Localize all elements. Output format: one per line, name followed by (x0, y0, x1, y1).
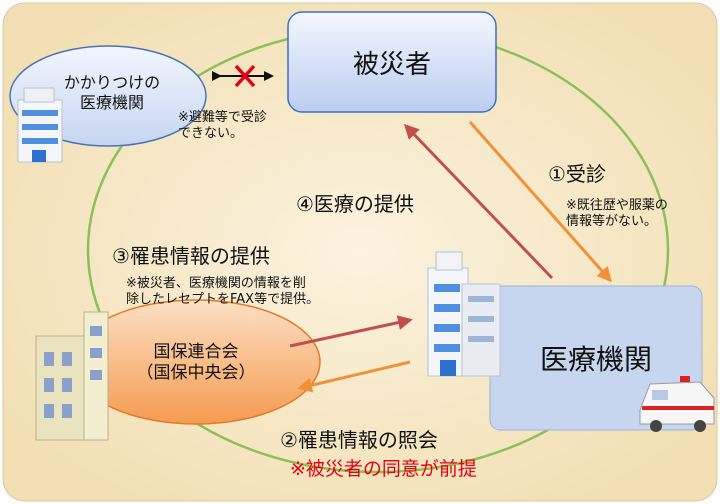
arrow-step4-care (403, 123, 554, 280)
victim-label: 被災者 (352, 50, 431, 80)
hospital-label: 医療機関 (539, 343, 652, 376)
consent-note: ※被災者の同意が前提 (290, 458, 477, 480)
victim-box (287, 11, 497, 113)
arrow-step2-inquiry (297, 360, 411, 393)
clinic-building-icon (17, 87, 63, 163)
hospital-building-icon (427, 251, 501, 377)
step3-label: ③罹患情報の提供 (112, 244, 270, 268)
ambulance-icon (639, 376, 715, 432)
arrow-step1-consult (468, 121, 612, 283)
evacuation-note: ※避難等で受診 できない。 (178, 110, 267, 142)
step4-label: ④医療の提供 (296, 192, 414, 216)
step2-label: ②罹患情報の照会 (280, 428, 438, 452)
step1-label: ①受診 (548, 162, 606, 186)
federation-label: 国保連合会 （国保中央会） (136, 342, 256, 384)
arrow-step3-provide (289, 315, 413, 348)
receipt-note: ※被災者、医療機関の情報を削 除したレセプトをFAX等で提供。 (126, 276, 320, 308)
blocked-connection-arrow (212, 64, 274, 88)
no-history-note: ※既往歴や服薬の 情報等がない。 (566, 198, 668, 230)
clinic-label: かかりつけの 医療機関 (63, 73, 161, 112)
federation-building-icon (35, 311, 109, 441)
